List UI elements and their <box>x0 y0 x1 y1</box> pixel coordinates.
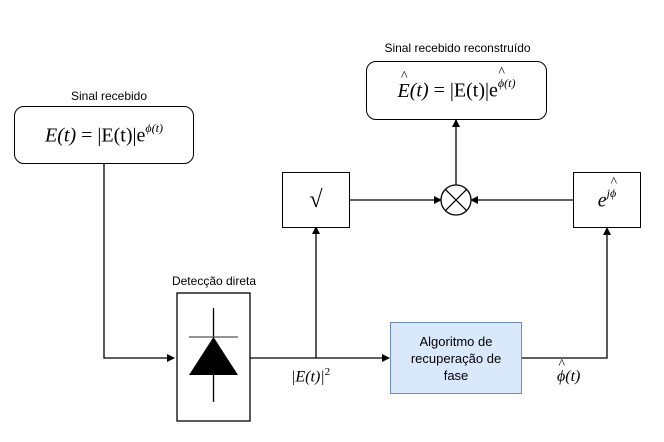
reconstructed-signal-label: Sinal recebido reconstruído <box>384 41 531 55</box>
wire-received-to-detector <box>103 164 175 362</box>
photodiode-icon <box>189 308 238 402</box>
algorithm-line-2: recuperação de <box>410 350 502 366</box>
algorithm-line-1: Algoritmo de <box>419 333 493 349</box>
phase-exponential: ejϕ <box>598 186 616 213</box>
sqrt-box: √ <box>282 172 350 228</box>
wire-algorithm-to-phase <box>522 227 611 359</box>
direct-detection-label: Detecção direta <box>171 274 257 288</box>
received-signal-label: Sinal recebido <box>70 89 148 103</box>
reconstructed-signal-box: E(t) = |E(t)|eϕ(t) <box>366 61 547 120</box>
phase-exponential-box: ejϕ <box>573 172 641 228</box>
multiplier-icon <box>440 184 472 216</box>
phase-recovery-algorithm-box: Algoritmo de recuperação de fase <box>390 322 522 394</box>
received-signal-box: E(t) = |E(t)|eϕ(t) <box>14 106 194 164</box>
sqrt-icon: √ <box>309 186 323 213</box>
algorithm-line-3: fase <box>443 367 469 383</box>
reconstructed-equation: E(t) = |E(t)|eϕ(t) <box>398 76 516 103</box>
intensity-label: |E(t)|2 <box>291 366 331 386</box>
phase-estimate-label: ϕ(t) <box>557 368 580 386</box>
received-equation: E(t) = |E(t)|eϕ(t) <box>45 120 163 147</box>
